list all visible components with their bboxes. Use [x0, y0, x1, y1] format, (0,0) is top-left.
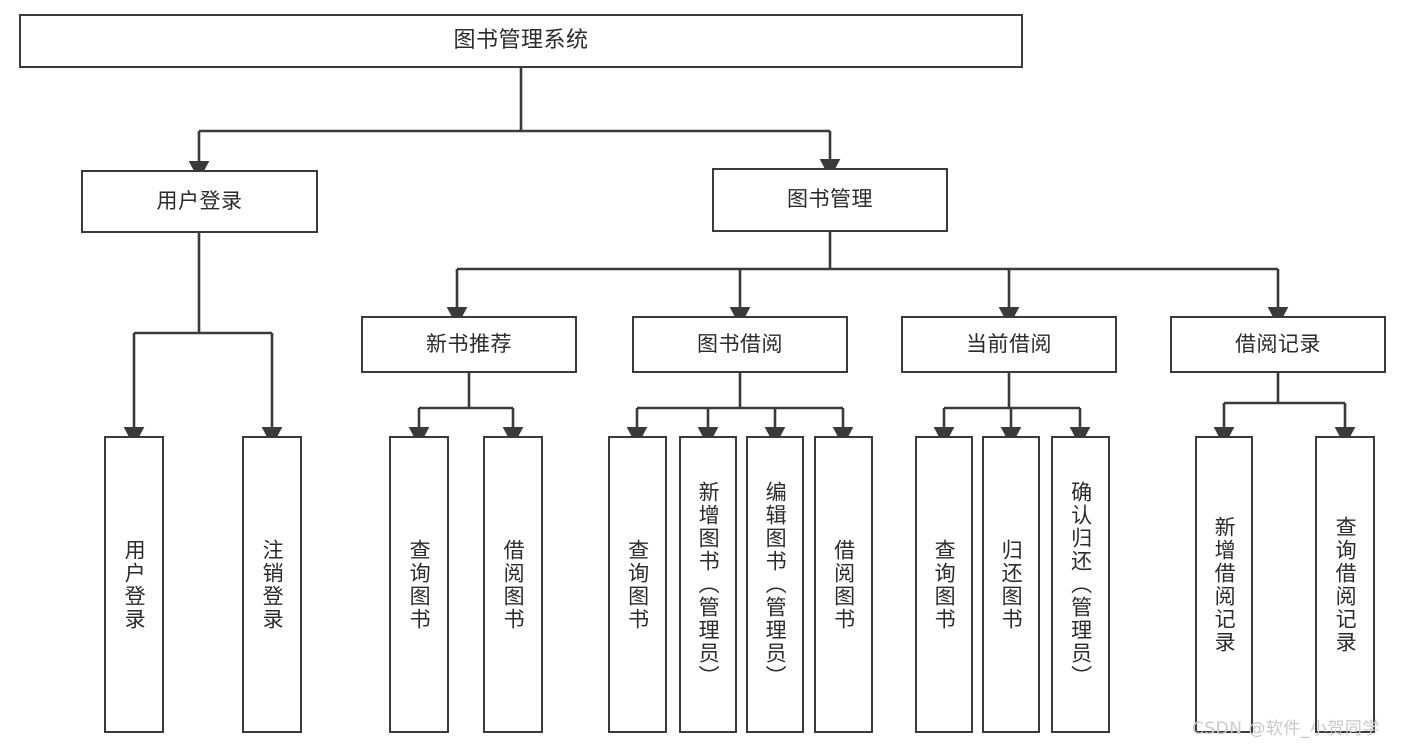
leaf-current-query-book-label: 查询图书	[932, 538, 957, 631]
leaf-return-book[interactable]: 归还图书	[982, 436, 1040, 733]
leaf-add-book-admin-label: 新增图书（管理员）	[696, 481, 721, 688]
leaf-user-logout[interactable]: 注销登录	[242, 436, 302, 733]
node-current-borrow-label: 当前借阅	[966, 331, 1052, 356]
leaf-edit-book-admin-label: 编辑图书（管理员）	[763, 481, 788, 688]
node-user-login-label: 用户登录	[156, 188, 243, 213]
leaf-add-book-admin[interactable]: 新增图书（管理员）	[679, 436, 737, 733]
node-new-book-recommendation-label: 新书推荐	[426, 331, 512, 356]
leaf-confirm-return-admin[interactable]: 确认归还（管理员）	[1051, 436, 1110, 733]
node-root-label: 图书管理系统	[453, 27, 589, 53]
leaf-query-borrow-record-label: 查询借阅记录	[1333, 515, 1358, 654]
node-current-borrow[interactable]: 当前借阅	[901, 316, 1117, 373]
leaf-current-query-book[interactable]: 查询图书	[915, 436, 973, 733]
leaf-return-book-label: 归还图书	[999, 538, 1024, 631]
leaf-add-borrow-record[interactable]: 新增借阅记录	[1195, 436, 1253, 733]
node-root[interactable]: 图书管理系统	[19, 14, 1023, 68]
leaf-borrow-book[interactable]: 借阅图书	[814, 436, 873, 733]
leaf-recommend-query-book[interactable]: 查询图书	[389, 436, 449, 733]
leaf-borrow-query-book[interactable]: 查询图书	[608, 436, 667, 733]
leaf-user-login-label: 用户登录	[122, 538, 147, 631]
node-book-management[interactable]: 图书管理	[712, 168, 948, 232]
node-book-borrow[interactable]: 图书借阅	[632, 316, 848, 373]
leaf-borrow-book-label: 借阅图书	[831, 538, 856, 631]
leaf-add-borrow-record-label: 新增借阅记录	[1212, 515, 1237, 654]
leaf-recommend-query-book-label: 查询图书	[407, 538, 432, 631]
leaf-edit-book-admin[interactable]: 编辑图书（管理员）	[746, 436, 804, 733]
csdn-watermark: CSDN @软件_小贺同学	[1192, 719, 1380, 739]
leaf-borrow-query-book-label: 查询图书	[625, 538, 650, 631]
leaf-recommend-borrow-book-label: 借阅图书	[501, 538, 526, 631]
node-book-borrow-label: 图书借阅	[697, 331, 783, 356]
node-new-book-recommendation[interactable]: 新书推荐	[361, 316, 577, 373]
node-borrow-record[interactable]: 借阅记录	[1170, 316, 1386, 373]
leaf-confirm-return-admin-label: 确认归还（管理员）	[1068, 481, 1093, 688]
leaf-user-logout-label: 注销登录	[260, 538, 285, 631]
leaf-user-login[interactable]: 用户登录	[104, 436, 164, 733]
leaf-query-borrow-record[interactable]: 查询借阅记录	[1315, 436, 1375, 733]
node-user-login[interactable]: 用户登录	[81, 170, 318, 233]
leaf-recommend-borrow-book[interactable]: 借阅图书	[483, 436, 543, 733]
node-book-management-label: 图书管理	[787, 187, 873, 212]
node-borrow-record-label: 借阅记录	[1235, 331, 1321, 356]
